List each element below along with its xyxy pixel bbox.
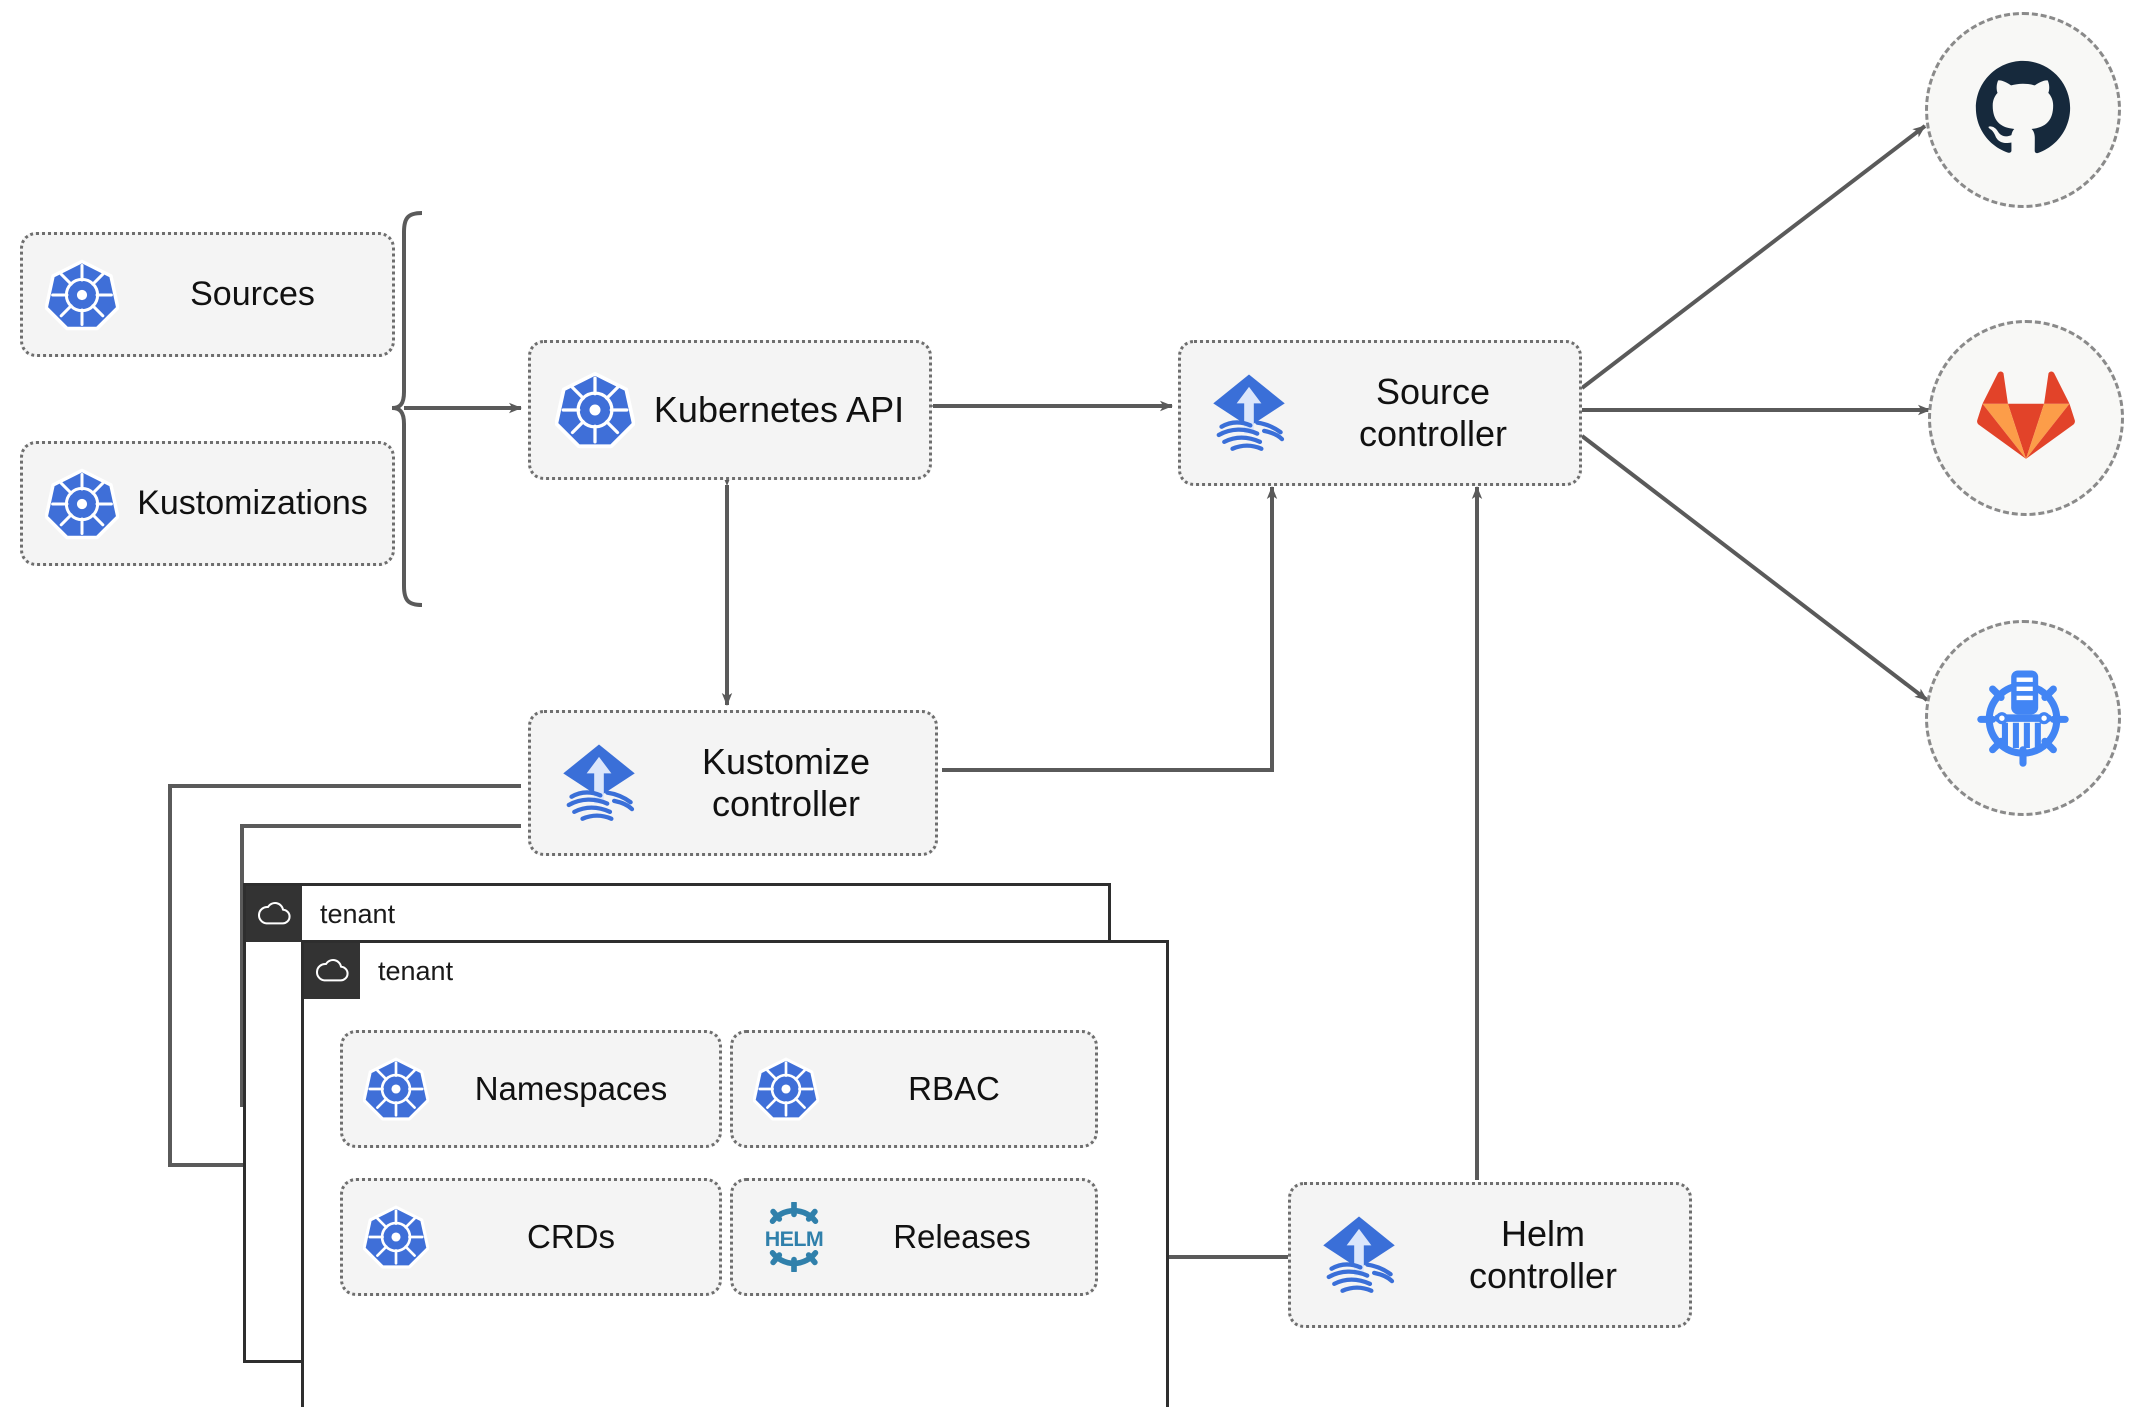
node-helm-controller-label: Helm controller	[1468, 1212, 1618, 1296]
node-namespaces[interactable]: Namespaces	[340, 1030, 722, 1148]
helm-icon: HELM	[753, 1202, 835, 1272]
provider-github[interactable]	[1925, 12, 2121, 208]
cloud-icon	[304, 943, 360, 999]
edge-source-to-github	[1580, 124, 1927, 390]
node-rbac-label: RBAC	[908, 1069, 1000, 1107]
kubernetes-icon	[753, 1056, 819, 1122]
flux-icon	[1315, 1211, 1403, 1299]
node-sources-label: Sources	[190, 275, 315, 314]
svg-text:HELM: HELM	[765, 1227, 823, 1251]
node-source-controller-label: Source controller	[1358, 370, 1508, 454]
edge-kustomize-to-source	[942, 486, 1278, 772]
node-crds[interactable]: CRDs	[340, 1178, 722, 1296]
kubernetes-icon	[45, 467, 119, 541]
kubernetes-icon	[555, 370, 635, 450]
node-kubernetes-api-label: Kubernetes API	[653, 388, 905, 430]
gitlab-icon	[1977, 369, 2075, 468]
node-rbac[interactable]: RBAC	[730, 1030, 1098, 1148]
tenant-front-label: tenant	[378, 955, 454, 986]
kubernetes-icon	[363, 1204, 429, 1270]
edge-source-to-chart-repo	[1580, 434, 1929, 702]
cloud-icon	[246, 886, 302, 942]
github-icon	[1971, 56, 2075, 165]
edge-sources-brace	[391, 211, 423, 607]
node-source-controller[interactable]: Source controller	[1178, 340, 1582, 486]
flux-icon	[1205, 369, 1293, 457]
provider-gitlab[interactable]	[1928, 320, 2124, 516]
tenant-container-front[interactable]: tenant	[301, 940, 1169, 1407]
node-sources[interactable]: Sources	[20, 232, 395, 357]
node-namespaces-label: Namespaces	[474, 1069, 668, 1107]
node-releases-label: Releases	[893, 1217, 1031, 1255]
tenant-front-header: tenant	[304, 943, 453, 999]
node-releases[interactable]: HELM Releases	[730, 1178, 1098, 1296]
tenant-back-header: tenant	[246, 886, 395, 942]
node-kustomize-controller-label: Kustomize controller	[701, 740, 871, 824]
node-helm-controller[interactable]: Helm controller	[1288, 1182, 1692, 1328]
node-crds-label: CRDs	[527, 1217, 615, 1255]
kubernetes-icon	[45, 258, 119, 332]
node-kustomize-controller[interactable]: Kustomize controller	[528, 710, 938, 856]
provider-chart-repository[interactable]	[1925, 620, 2121, 816]
node-kustomizations-label: Kustomizations	[137, 484, 368, 523]
chart-repository-icon	[1969, 662, 2077, 775]
tenant-back-label: tenant	[320, 898, 396, 929]
node-kubernetes-api[interactable]: Kubernetes API	[528, 340, 932, 480]
node-kustomizations[interactable]: Kustomizations	[20, 441, 395, 566]
flux-icon	[555, 739, 643, 827]
kubernetes-icon	[363, 1056, 429, 1122]
